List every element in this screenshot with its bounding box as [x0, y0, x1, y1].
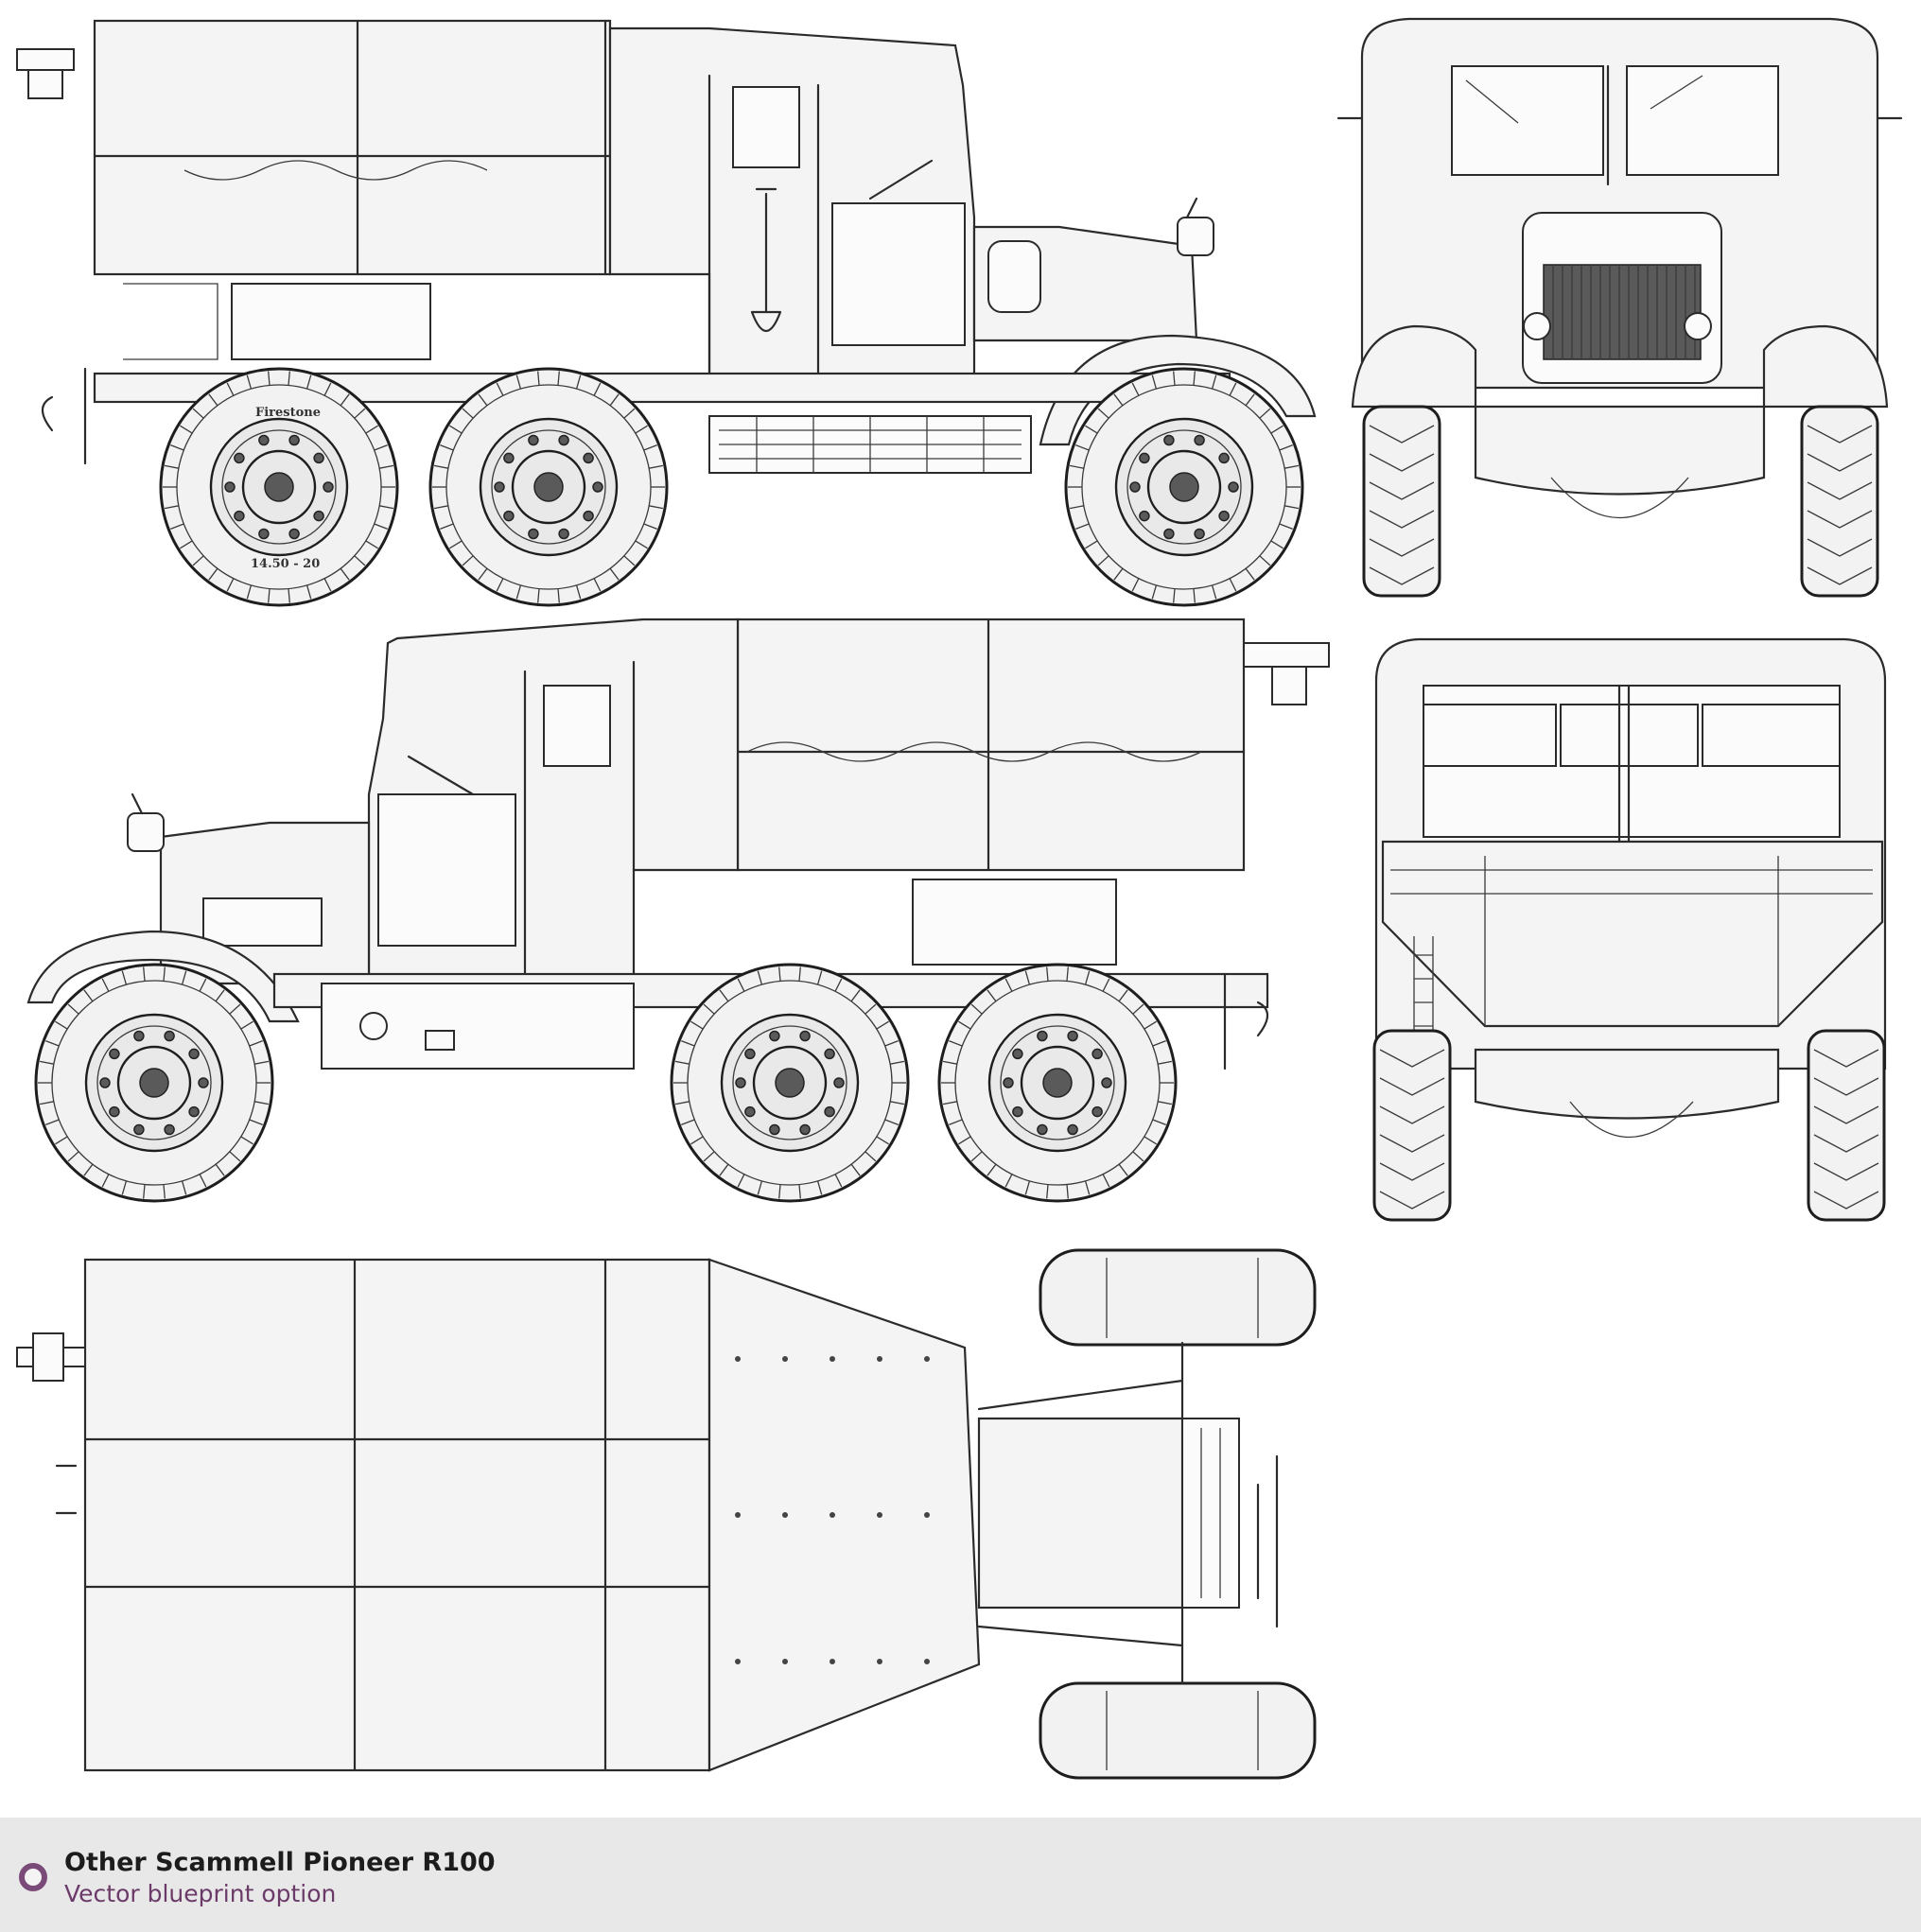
side-view-left [16, 19, 1317, 607]
blueprint-title: Other Scammell Pioneer R100 [64, 1848, 496, 1877]
side-view-right [26, 618, 1330, 1203]
tire-size-label: 14.50 - 20 [251, 557, 320, 571]
side2-wheel-rear-2 [937, 963, 1178, 1203]
front-tyre-left [1362, 405, 1441, 598]
side2-cargo-body [736, 618, 1246, 872]
side2-wheel-front [34, 963, 274, 1203]
rear-view [1372, 637, 1887, 1222]
vehicle-blueprint-drawing: Firestone 14.50 - 20 [16, 17, 1903, 1780]
side-wheel-rear-2 [428, 367, 669, 607]
top-hood [977, 1417, 1184, 1610]
front-tyre-right [1800, 405, 1879, 598]
blueprint-subtitle: Vector blueprint option [64, 1880, 337, 1907]
rear-tyre-left [1372, 1029, 1452, 1222]
shovel [750, 187, 782, 332]
rear-tyre-right [1807, 1029, 1886, 1222]
side-wheel-front [1064, 367, 1304, 607]
top-front-tyre-left [1039, 1248, 1317, 1347]
footer-bar: Other Scammell Pioneer R100 Vector bluep… [0, 1818, 1921, 1932]
tire-brand-label: Firestone [255, 406, 321, 420]
side-cargo-body [93, 19, 612, 276]
side2-wheel-rear-1 [670, 963, 910, 1203]
brand-badge-icon [19, 1863, 47, 1891]
front-view [1336, 17, 1903, 598]
top-cargo-roof [83, 1258, 711, 1772]
tire-labels: Firestone 14.50 - 20 [251, 406, 321, 571]
top-cab-roof [707, 1258, 981, 1772]
top-front-tyre-right [1039, 1681, 1317, 1780]
side2-front-fender [26, 930, 300, 1023]
top-view [16, 1248, 1317, 1780]
